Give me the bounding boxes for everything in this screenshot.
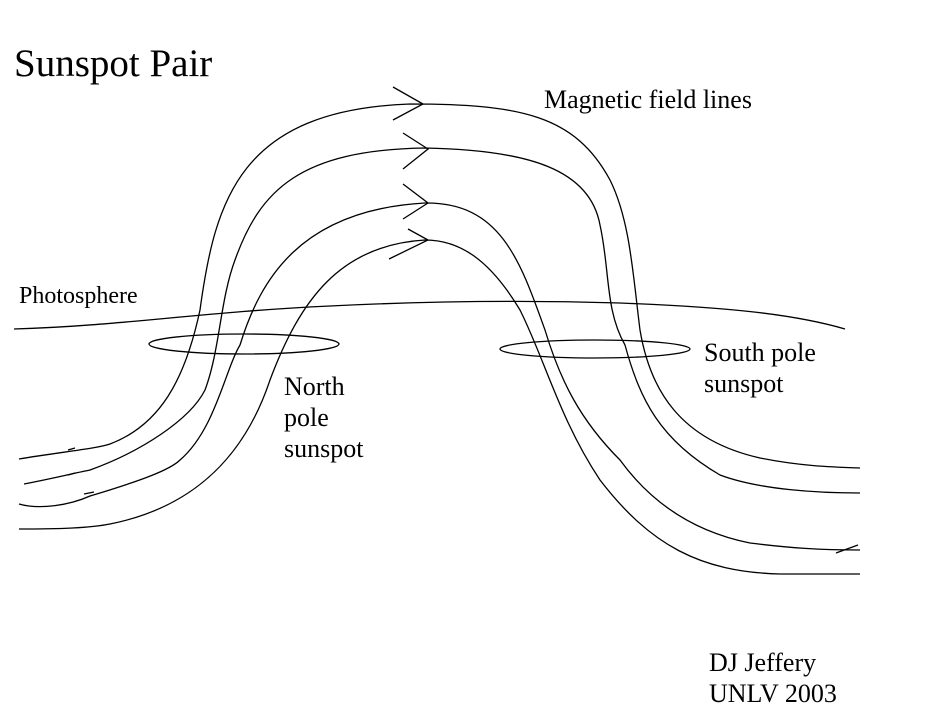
north-label-line-2: pole — [284, 403, 329, 433]
photosphere-line — [13, 300, 846, 330]
magnetic-field-lines-label: Magnetic field lines — [544, 85, 752, 114]
north-label-line-1: North — [284, 372, 345, 401]
arrow-tick-left-1 — [67, 447, 76, 451]
north-pole-sunspot-label: North pole sunspot — [284, 371, 404, 465]
photosphere-label: Photosphere — [19, 283, 138, 309]
south-label-line-1: South pole — [704, 338, 816, 367]
arrow-tick-left-3 — [83, 491, 95, 495]
arrowhead-3 — [402, 183, 430, 220]
credit-block: DJ Jeffery UNLV 2003 — [709, 647, 909, 709]
south-sunspot-ellipse — [499, 339, 691, 359]
arrow-tick-right — [835, 544, 859, 554]
south-label-line-2: sunspot — [704, 368, 784, 398]
north-sunspot-ellipse — [148, 333, 340, 355]
arrowhead-1 — [392, 86, 425, 121]
diagram-title: Sunspot Pair — [14, 42, 213, 85]
field-line-2 — [23, 147, 861, 494]
field-line-1 — [18, 103, 861, 469]
credit-affiliation: UNLV 2003 — [709, 679, 837, 709]
credit-author: DJ Jeffery — [709, 648, 817, 677]
field-line-4 — [18, 239, 860, 575]
north-label-line-3: sunspot — [284, 434, 364, 464]
south-pole-sunspot-label: South pole sunspot — [704, 338, 854, 399]
arrow-tick-left-2 — [67, 472, 76, 476]
arrowhead-4 — [388, 228, 430, 260]
arrowhead-2 — [402, 132, 430, 170]
field-line-3 — [18, 202, 861, 551]
